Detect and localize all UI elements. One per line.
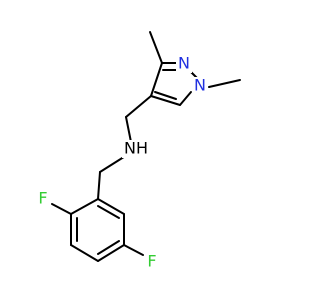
atom-f2: F [145, 252, 159, 271]
atom-n1: N [192, 76, 208, 95]
bond-b5-f [123, 244, 144, 256]
atom-nh-label: NH [124, 139, 148, 158]
atom-f1-label: F [38, 189, 47, 208]
bond-c4-c3 [150, 62, 163, 97]
bond-b2-f [51, 203, 72, 215]
bond-b1-b2 [70, 198, 99, 215]
atom-nh: NH [122, 139, 150, 158]
molecule-diagram: N N NH F F [36, 31, 241, 271]
atom-labels: N N NH F F [36, 54, 208, 271]
bond-b4-b5-inner [97, 240, 120, 255]
bond-n1-methyl [208, 79, 241, 88]
bond-b6-b1 [97, 198, 125, 215]
bond-ch2-ring [97, 171, 101, 200]
atom-f1: F [36, 189, 50, 208]
bond-c4-ch2 [125, 95, 152, 118]
atom-n1-label: N [194, 76, 206, 95]
atom-f2-label: F [147, 252, 156, 271]
bond-n1-c5 [179, 91, 192, 106]
bond-ch2-nh [125, 116, 132, 143]
bond-c5-c4 [150, 95, 181, 106]
bond-b4-b5 [97, 244, 125, 262]
bond-b6-b1-inner [97, 205, 120, 219]
atom-n2-label: N [178, 54, 190, 73]
atom-n2: N [176, 54, 192, 73]
bond-c5-c4-double [154, 91, 177, 100]
bond-c3-methyl [149, 31, 163, 64]
bond-b3-b4 [70, 244, 99, 262]
